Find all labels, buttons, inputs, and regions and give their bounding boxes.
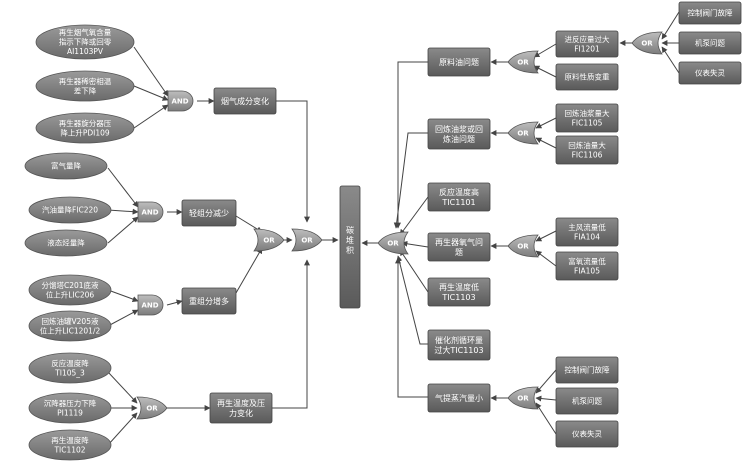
box-valve-fault-bot (555, 356, 619, 384)
box-meter-bot (555, 420, 619, 448)
event-regen-dense-temp (35, 70, 135, 102)
box-feed-problem (427, 47, 491, 77)
or-gate-feed-flow (631, 31, 663, 55)
and-gate-light (137, 201, 164, 223)
box-pump-top-label: 机泵问题 (695, 38, 725, 48)
box-feed-flow-high (555, 30, 619, 58)
box-pump-top (678, 31, 742, 55)
box-flue-gas-change-label: 烟气成分变化 (221, 96, 269, 106)
box-catalyst-circ-label: 催化剂循环量过大TIC1103 (434, 335, 483, 355)
or-gate-steam-label: OR (517, 395, 529, 403)
box-steam-low-label: 气提蒸汽量小 (435, 393, 483, 403)
box-regen-temp-low (427, 277, 491, 307)
box-pump-bot (555, 387, 619, 415)
event-regen-temp-drop (28, 429, 112, 461)
box-rich-o2-low (555, 251, 619, 281)
or-gate-center-1 (253, 228, 285, 252)
or-gate-main-label: OR (387, 240, 399, 248)
box-meter-top (678, 61, 742, 85)
or-gate-oxygen-label: OR (517, 243, 529, 251)
event-gasoline-drop-label: 汽油量降FIC220 (42, 205, 98, 215)
box-steam-low (427, 383, 491, 413)
or-gate-regen (136, 396, 168, 420)
box-light-drop-label: 轻组分减少 (189, 208, 229, 218)
event-fractionator-level-label: 分馏塔C201底液位上升LIC206 (41, 280, 99, 300)
event-gasoline-drop (28, 196, 112, 224)
event-reaction-temp-drop (28, 352, 112, 384)
box-feed-quality-label: 原料性质变重 (565, 72, 610, 82)
or-gate-oxygen (507, 234, 539, 258)
box-feed-problem-label: 原料油问题 (439, 57, 479, 67)
and-gate-heavy (137, 294, 164, 316)
box-heavy-rise (181, 287, 237, 315)
or-gate-main (377, 231, 409, 255)
box-regen-oxygen-low-label: 再生器氧气问题 (435, 237, 483, 257)
box-meter-bot-label: 仪表失灵 (572, 429, 602, 439)
or-gate-recycle (507, 121, 539, 145)
box-feed-quality (555, 63, 619, 91)
or-gate-feed-flow-label: OR (641, 40, 653, 48)
box-recycle-oil-high (555, 135, 619, 165)
or-gate-recycle-label: OR (517, 130, 529, 138)
or-gate-feed (507, 50, 539, 74)
box-slurry-high (555, 103, 619, 133)
event-regen-cyclone-pressure-label: 再生器旋分器压降上升PDI109 (59, 118, 112, 138)
box-recycle-problem (427, 118, 491, 150)
or-gate-regen-label: OR (146, 405, 158, 413)
event-regen-dense-temp-label: 再生器稀密相温差下降 (59, 76, 112, 96)
and-gate-light-label: AND (141, 209, 158, 217)
event-liquid-hc-drop-label: 液态烃量降 (47, 238, 85, 248)
box-regen-change-label: 再生温度及压力变化 (217, 398, 265, 418)
or-gate-steam (507, 386, 539, 410)
event-rich-gas-drop-label: 富气量降 (51, 161, 81, 171)
box-recycle-problem-label: 回炼油浆或回炼油问题 (435, 124, 483, 144)
box-pump-bot-label: 机泵问题 (572, 396, 602, 406)
event-stripper-pressure-drop (28, 392, 112, 424)
event-recycle-tank-level-label: 回炼油罐V205液位上升LIC1201/2 (40, 316, 101, 336)
top-event-carbon-deposit (339, 185, 361, 309)
event-liquid-hc-drop (24, 229, 108, 257)
box-valve-fault-top-label: 控制阀门故障 (688, 8, 733, 18)
box-valve-fault-top (678, 1, 742, 25)
event-fractionator-level (28, 274, 112, 306)
or-gate-center-1-label: OR (263, 237, 275, 245)
box-valve-fault-bot-label: 控制阀门故障 (565, 365, 610, 375)
and-gate-flue (167, 90, 194, 112)
top-event-carbon-deposit-label: 碳堆积 (346, 225, 354, 255)
box-flue-gas-change (213, 87, 277, 115)
event-flue-oxygen (35, 24, 135, 60)
box-reaction-temp-high (427, 182, 491, 212)
and-gate-heavy-label: AND (141, 302, 158, 310)
or-gate-center-2-label: OR (301, 237, 313, 245)
box-light-drop (181, 199, 237, 227)
box-meter-top-label: 仪表失灵 (695, 68, 725, 78)
connectors (107, 11, 680, 446)
event-rich-gas-drop (24, 152, 108, 180)
box-regen-change (209, 392, 273, 424)
box-regen-oxygen-low (427, 232, 491, 262)
event-regen-cyclone-pressure (35, 112, 135, 144)
or-gate-feed-label: OR (517, 59, 529, 67)
and-gate-flue-label: AND (171, 98, 188, 106)
box-catalyst-circ (427, 329, 491, 361)
box-main-air-low (555, 217, 619, 247)
event-recycle-tank-level (28, 310, 112, 342)
or-gate-center-2 (291, 228, 323, 252)
box-heavy-rise-label: 重组分增多 (189, 296, 229, 306)
